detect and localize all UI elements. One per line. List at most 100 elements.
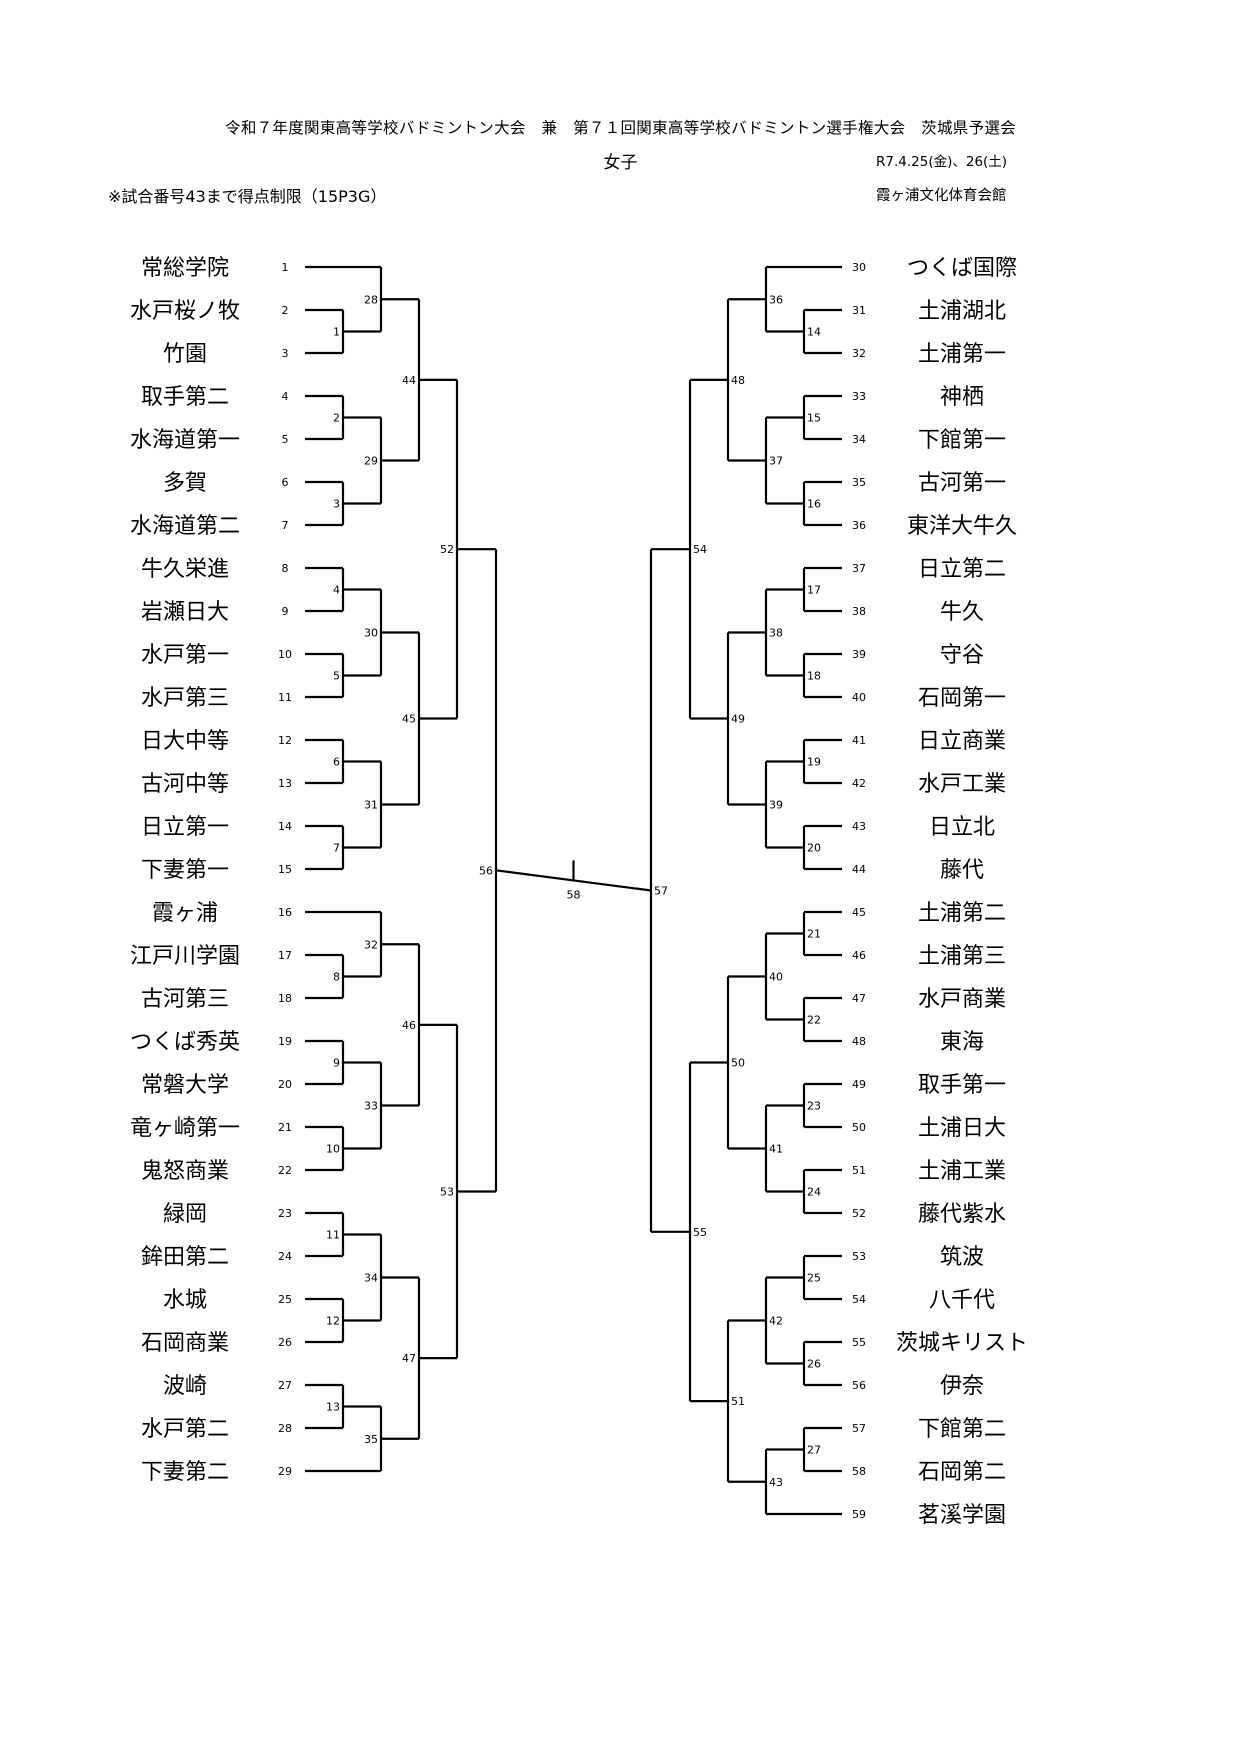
team-name: 水海道第一 bbox=[130, 428, 240, 453]
match-number: 21 bbox=[807, 928, 821, 941]
match-number: 57 bbox=[654, 885, 668, 898]
team-name: 牛久 bbox=[940, 600, 984, 625]
match-number: 18 bbox=[807, 670, 821, 683]
team-name: 石岡第二 bbox=[918, 1460, 1006, 1485]
seed-number: 36 bbox=[852, 519, 866, 532]
team-name: 水戸第三 bbox=[141, 686, 229, 711]
seed-number: 5 bbox=[282, 433, 289, 446]
seed-number: 25 bbox=[278, 1293, 292, 1306]
scoring-note: ※試合番号43まで得点制限（15P3G） bbox=[108, 187, 387, 206]
team-name: 古河中等 bbox=[141, 772, 229, 797]
team-name: 常磐大学 bbox=[141, 1073, 229, 1098]
team-name: 藤代 bbox=[940, 858, 984, 883]
team-name: 水海道第二 bbox=[130, 514, 240, 539]
team-name: 筑波 bbox=[940, 1245, 984, 1270]
seed-number: 40 bbox=[852, 691, 866, 704]
team-name: つくば国際 bbox=[907, 256, 1017, 281]
team-name: 日立北 bbox=[929, 815, 995, 840]
match-number: 48 bbox=[731, 374, 745, 387]
team-name: 水城 bbox=[163, 1288, 207, 1313]
team-name: 日立第二 bbox=[918, 557, 1006, 582]
match-number: 51 bbox=[731, 1395, 745, 1408]
division-label: 女子 bbox=[603, 153, 638, 173]
match-number: 20 bbox=[807, 842, 821, 855]
team-name: 石岡第一 bbox=[918, 686, 1006, 711]
team-name: 伊奈 bbox=[940, 1374, 984, 1399]
seed-number: 31 bbox=[852, 304, 866, 317]
match-number: 25 bbox=[807, 1272, 821, 1285]
match-number: 14 bbox=[807, 326, 821, 339]
seed-number: 23 bbox=[278, 1207, 292, 1220]
match-number: 35 bbox=[364, 1433, 378, 1446]
team-name: 取手第一 bbox=[918, 1073, 1006, 1098]
seed-number: 59 bbox=[852, 1508, 866, 1521]
team-name: 取手第二 bbox=[141, 385, 229, 410]
match-number: 34 bbox=[364, 1272, 378, 1285]
team-name: 土浦第一 bbox=[918, 342, 1006, 367]
seed-number: 21 bbox=[278, 1121, 292, 1134]
seed-number: 33 bbox=[852, 390, 866, 403]
match-number: 30 bbox=[364, 627, 378, 640]
team-name: 緑岡 bbox=[163, 1202, 207, 1227]
match-number: 24 bbox=[807, 1186, 821, 1199]
seed-number: 29 bbox=[278, 1465, 292, 1478]
match-number: 5 bbox=[333, 670, 340, 683]
team-name: 水戸第二 bbox=[141, 1417, 229, 1442]
team-name: 江戸川学園 bbox=[130, 944, 240, 969]
match-number: 13 bbox=[326, 1401, 340, 1414]
match-number: 41 bbox=[769, 1143, 783, 1156]
seed-number: 47 bbox=[852, 992, 866, 1005]
seed-number: 20 bbox=[278, 1078, 292, 1091]
match-number: 31 bbox=[364, 799, 378, 812]
match-number: 36 bbox=[769, 293, 783, 306]
match-number: 3 bbox=[333, 498, 340, 511]
venue-name: 霞ヶ浦文化体育会館 bbox=[876, 188, 1007, 204]
team-name: 岩瀬日大 bbox=[141, 600, 229, 625]
seed-number: 8 bbox=[282, 562, 289, 575]
team-name: 古河第三 bbox=[141, 987, 229, 1012]
event-date: R7.4.25(金)、26(土) bbox=[876, 154, 1008, 170]
seed-number: 30 bbox=[852, 261, 866, 274]
seed-number: 49 bbox=[852, 1078, 866, 1091]
team-name: 水戸工業 bbox=[918, 772, 1006, 797]
match-number: 11 bbox=[326, 1229, 340, 1242]
seed-number: 26 bbox=[278, 1336, 292, 1349]
seed-number: 37 bbox=[852, 562, 866, 575]
team-name: 竜ヶ崎第一 bbox=[130, 1116, 240, 1141]
team-name: 水戸桜ノ牧 bbox=[130, 299, 240, 324]
team-name: 水戸商業 bbox=[918, 987, 1006, 1012]
seed-number: 10 bbox=[278, 648, 292, 661]
seed-number: 58 bbox=[852, 1465, 866, 1478]
seed-number: 39 bbox=[852, 648, 866, 661]
team-name: 鬼怒商業 bbox=[141, 1159, 229, 1184]
team-name: 下妻第二 bbox=[141, 1460, 229, 1485]
team-name: 土浦工業 bbox=[918, 1159, 1006, 1184]
seed-number: 3 bbox=[282, 347, 289, 360]
match-number: 32 bbox=[364, 938, 378, 951]
seed-number: 55 bbox=[852, 1336, 866, 1349]
match-number: 4 bbox=[333, 584, 340, 597]
team-name: 日立商業 bbox=[918, 729, 1006, 754]
team-name: 東海 bbox=[940, 1030, 984, 1055]
team-name: 土浦湖北 bbox=[918, 299, 1006, 324]
seed-number: 9 bbox=[282, 605, 289, 618]
team-name: 多賀 bbox=[163, 471, 207, 496]
match-number: 50 bbox=[731, 1057, 745, 1070]
seed-number: 51 bbox=[852, 1164, 866, 1177]
team-name: 鉾田第二 bbox=[141, 1245, 229, 1270]
seed-number: 44 bbox=[852, 863, 866, 876]
match-number: 47 bbox=[402, 1352, 416, 1365]
seed-number: 17 bbox=[278, 949, 292, 962]
match-number: 54 bbox=[693, 543, 707, 556]
match-number: 17 bbox=[807, 584, 821, 597]
team-name: 藤代紫水 bbox=[918, 1202, 1006, 1227]
seed-number: 48 bbox=[852, 1035, 866, 1048]
match-number: 40 bbox=[769, 971, 783, 984]
team-name: 神栖 bbox=[940, 385, 984, 410]
match-number: 7 bbox=[333, 842, 340, 855]
seed-number: 34 bbox=[852, 433, 866, 446]
team-name: 八千代 bbox=[929, 1288, 995, 1313]
seed-number: 22 bbox=[278, 1164, 292, 1177]
match-number: 55 bbox=[693, 1226, 707, 1239]
seed-number: 14 bbox=[278, 820, 292, 833]
